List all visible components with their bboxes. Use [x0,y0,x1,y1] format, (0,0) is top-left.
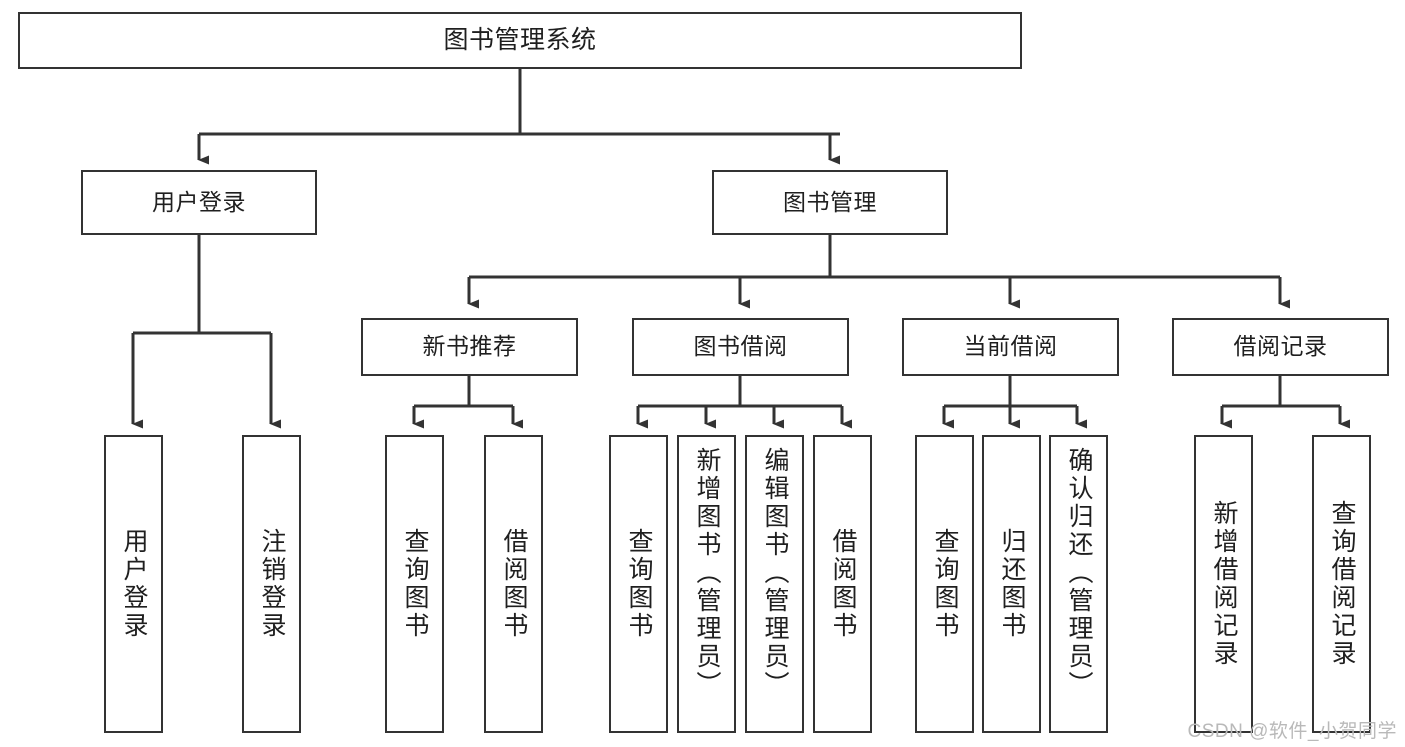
node-label: 借阅图书 [829,528,857,640]
node-leaf-return-book[interactable]: 归还图书 [982,435,1041,733]
node-leaf-query-book-borrow[interactable]: 查询图书 [609,435,668,733]
node-current-borrow[interactable]: 当前借阅 [902,318,1119,376]
node-label: 借阅记录 [1233,333,1328,360]
node-user-login[interactable]: 用户登录 [81,170,317,235]
node-leaf-edit-book-admin[interactable]: 编辑图书（管理员） [745,435,804,733]
node-leaf-user-logout[interactable]: 注销登录 [242,435,301,733]
node-root-system[interactable]: 图书管理系统 [18,12,1022,69]
node-book-borrow[interactable]: 图书借阅 [632,318,849,376]
node-leaf-query-book-recommend[interactable]: 查询图书 [385,435,444,733]
node-leaf-borrow-book-recommend[interactable]: 借阅图书 [484,435,543,733]
node-label: 借阅图书 [500,528,528,640]
node-label: 用户登录 [120,528,148,640]
node-leaf-user-login[interactable]: 用户登录 [104,435,163,733]
node-label: 编辑图书（管理员） [761,447,789,699]
node-leaf-add-book-admin[interactable]: 新增图书（管理员） [677,435,736,733]
node-label: 新增借阅记录 [1210,500,1238,668]
node-label: 注销登录 [258,528,286,640]
watermark: CSDN @软件_小贺同学 [1187,721,1397,742]
node-leaf-add-borrow-record[interactable]: 新增借阅记录 [1194,435,1253,733]
node-label: 图书管理 [783,188,877,215]
node-label: 图书借阅 [693,333,788,360]
node-label: 查询图书 [625,528,653,640]
node-label: 查询图书 [931,528,959,640]
node-label: 新增图书（管理员） [693,447,721,699]
node-label: 用户登录 [152,188,246,215]
node-new-book-recommend[interactable]: 新书推荐 [361,318,578,376]
node-label: 图书管理系统 [443,25,597,54]
node-leaf-confirm-return-admin[interactable]: 确认归还（管理员） [1049,435,1108,733]
node-label: 归还图书 [998,528,1026,640]
node-label: 确认归还（管理员） [1065,447,1093,699]
node-label: 当前借阅 [963,333,1058,360]
node-label: 查询图书 [401,528,429,640]
node-leaf-query-borrow-record[interactable]: 查询借阅记录 [1312,435,1371,733]
node-book-management[interactable]: 图书管理 [712,170,948,235]
node-borrow-record[interactable]: 借阅记录 [1172,318,1389,376]
node-leaf-query-book-current[interactable]: 查询图书 [915,435,974,733]
node-label: 查询借阅记录 [1328,500,1356,668]
node-label: 新书推荐 [422,333,517,360]
node-leaf-borrow-book[interactable]: 借阅图书 [813,435,872,733]
